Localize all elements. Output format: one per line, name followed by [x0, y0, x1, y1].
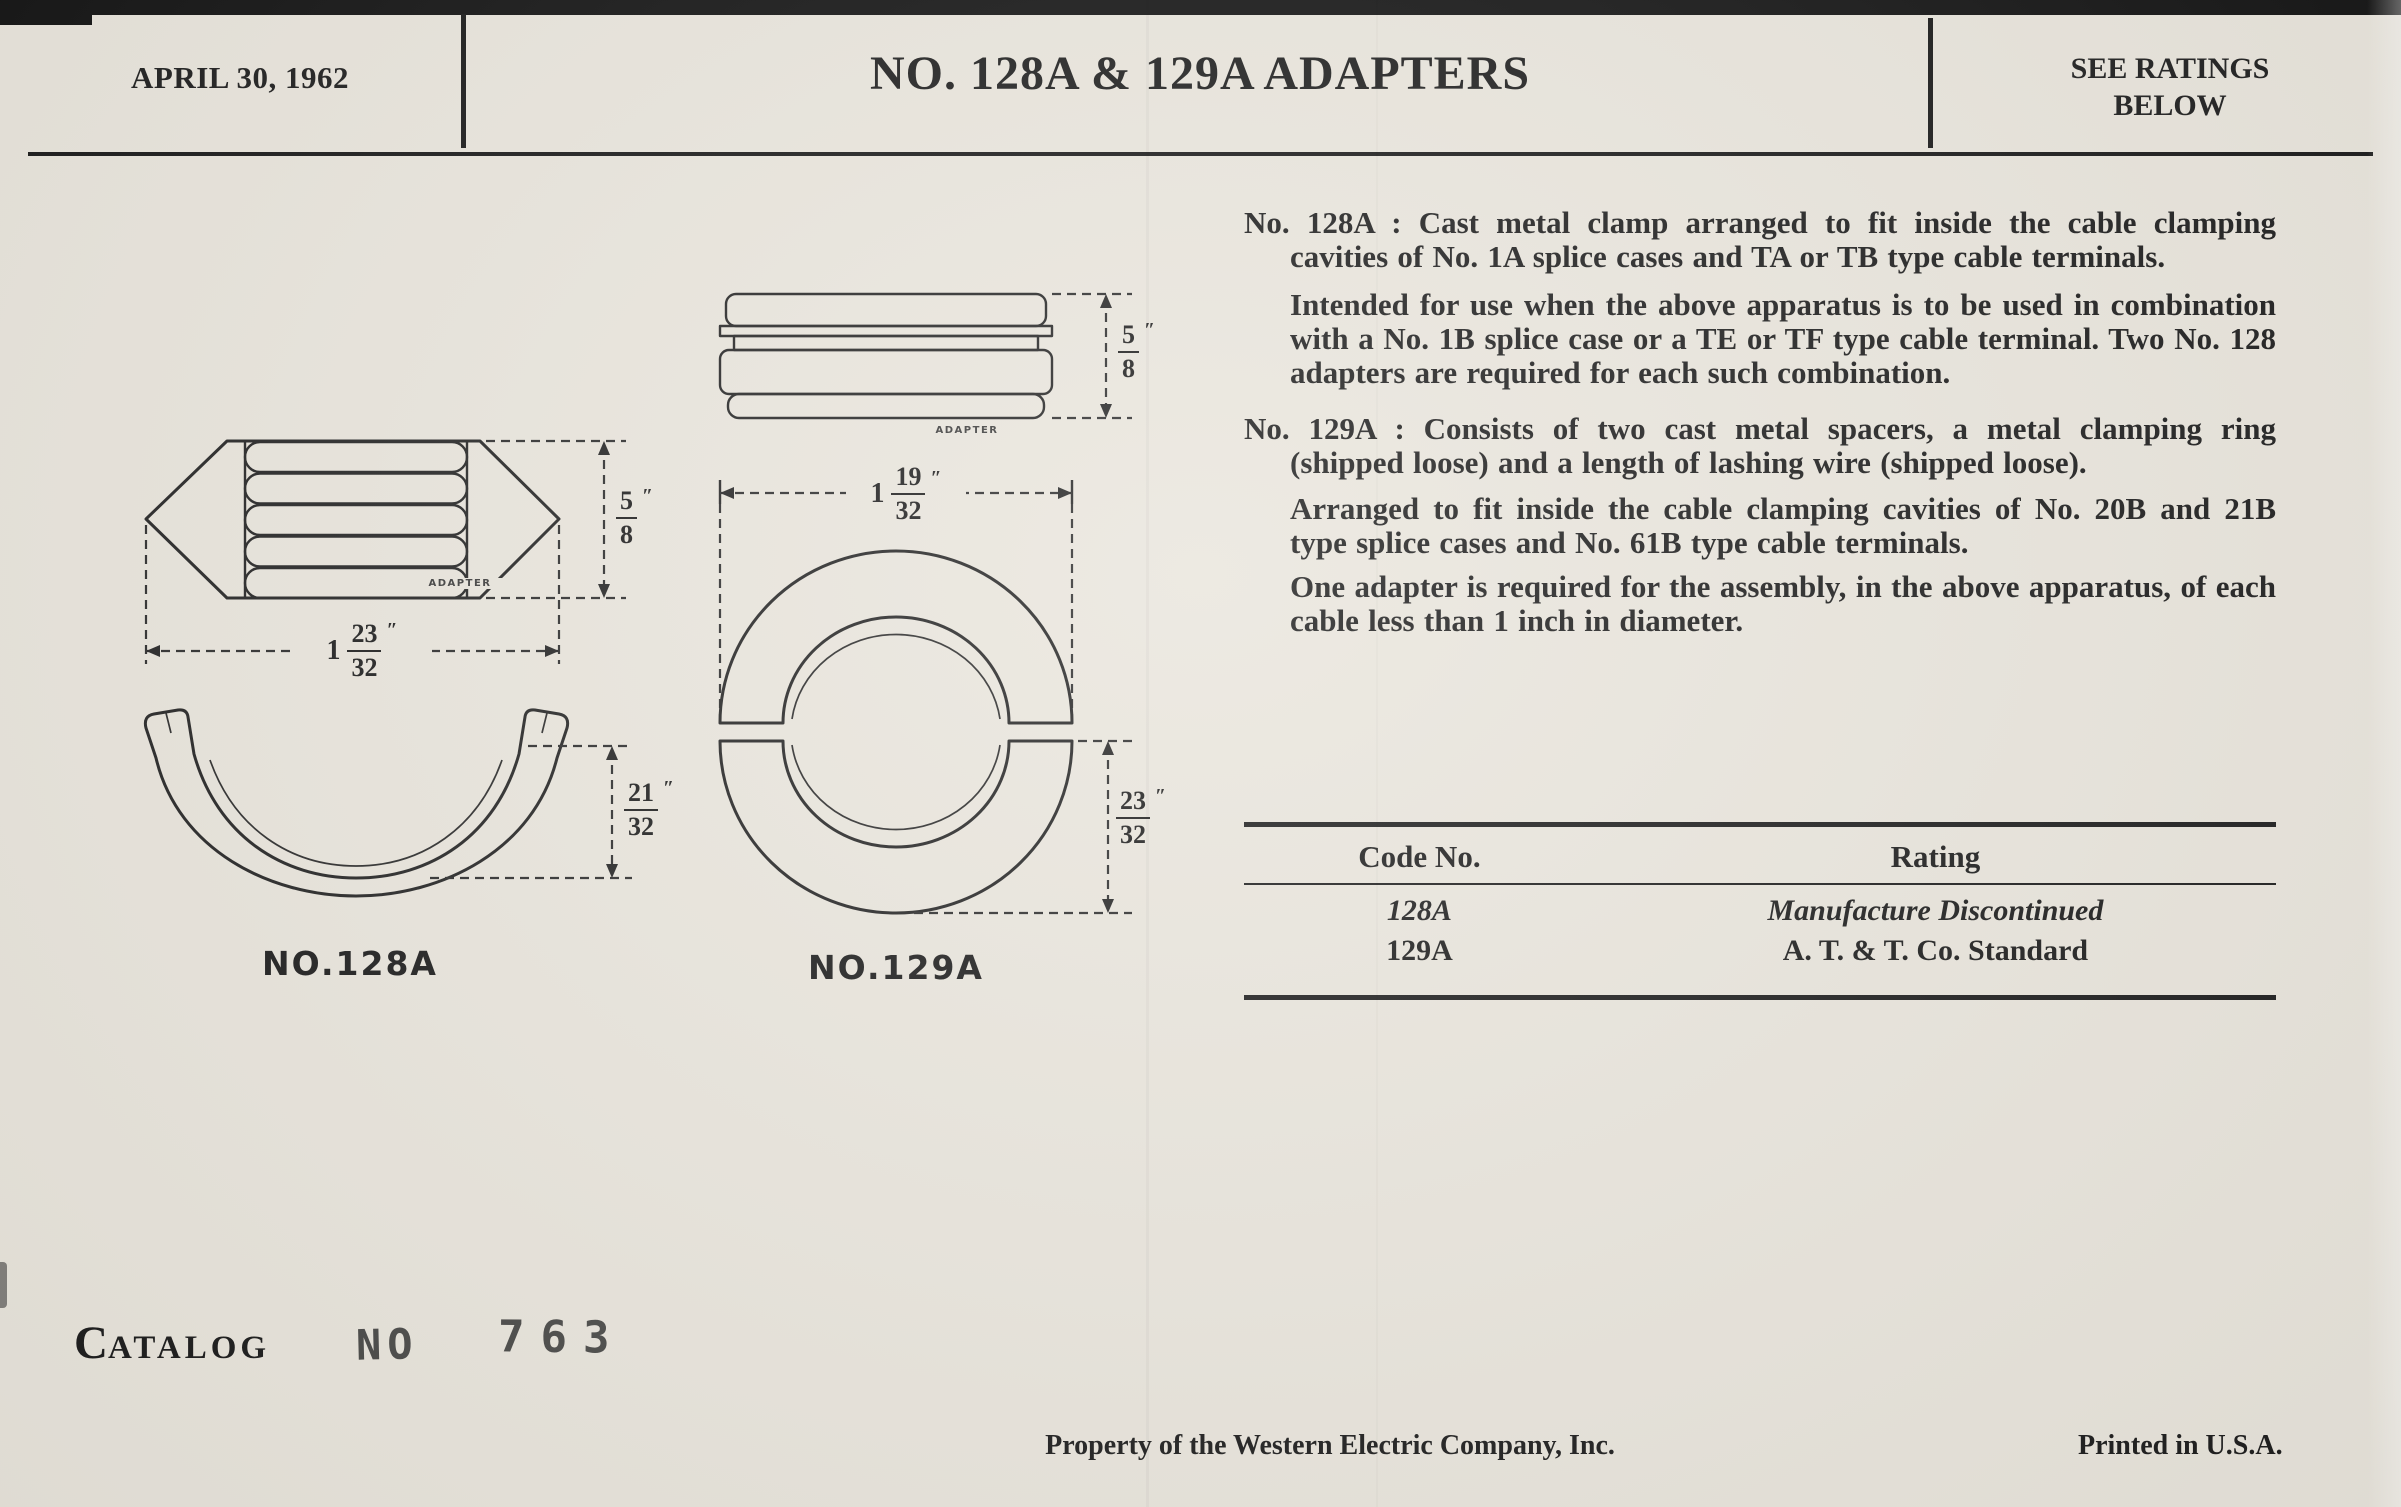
ratings-note: SEE RATINGS BELOW [1955, 50, 2385, 124]
cell-code: 128A [1386, 894, 1452, 927]
para-129a-requirement: One adapter is required for the assembly… [1290, 569, 2276, 638]
inch-mark: ″ [642, 485, 654, 507]
catalog-initial: C [74, 1317, 108, 1369]
clamp-drawing [144, 439, 626, 664]
inch-mark: ″ [930, 467, 942, 489]
paper-fold-line [1376, 0, 1378, 1507]
fraction: 23 32 [1116, 788, 1150, 848]
para-129a-intro: No. 129A : Consists of two cast metal sp… [1244, 411, 2276, 480]
ring-upper-half [718, 549, 1074, 725]
inch-mark: ″ [386, 619, 398, 641]
dim-arrow [720, 487, 734, 499]
rib [243, 503, 469, 537]
cell-rating: A. T. & T. Co. Standard [1782, 934, 2089, 967]
header-rule [28, 152, 2373, 156]
fraction: 19 32 [891, 464, 926, 524]
ratings-table: Code No. Rating 128A Manufacture Discont… [1244, 822, 2276, 1000]
footer-printed-line: Printed in U.S.A. [2078, 1430, 2283, 1461]
flange-notch [165, 712, 172, 734]
top-edge-bar-left [0, 0, 92, 25]
ratings-table-body: 128A Manufacture Discontinued 129A A. T.… [1244, 885, 2276, 995]
adapter-caption-129a: ADAPTER [912, 425, 1022, 436]
fig-128a-saddle: 21 32 ″ [130, 700, 790, 930]
ratings-table-header: Code No. Rating [1244, 827, 2276, 885]
ring-lower-half [718, 739, 1074, 915]
fig-128a-label: NO.128A [262, 944, 438, 983]
ring-drawing [718, 480, 1132, 915]
inch-mark: ″ [663, 777, 675, 799]
dim-arrow [1102, 741, 1114, 755]
fraction: 23 32 [347, 621, 382, 681]
fig-128a-clamp: 5 8 ″ 1 23 32 ″ ADAPTER [130, 428, 790, 688]
column-header-rating: Rating [1890, 839, 1981, 874]
spool-neck [732, 334, 1040, 352]
table-row: 128A Manufacture Discontinued [1244, 891, 2276, 931]
ring-upper-detail [791, 633, 1001, 720]
dim-arrow [598, 584, 610, 598]
spool-bottom-band [718, 348, 1054, 396]
inch-mark: ″ [1155, 785, 1167, 807]
header-divider-left [461, 14, 466, 148]
fraction: 21 32 [624, 780, 658, 840]
clamp-outline [144, 439, 561, 600]
para-128a-intro: No. 128A : Cast metal clamp arranged to … [1244, 205, 2276, 274]
dim-arrow [545, 645, 559, 657]
catalog-label: CATALOG [74, 1316, 270, 1370]
saddle-outline [143, 708, 570, 898]
ring-lower-detail [791, 744, 1001, 831]
page-title: NO. 128A & 129A ADAPTERS [869, 47, 1531, 100]
dim-arrow [1100, 404, 1112, 418]
description-column: No. 128A : Cast metal clamp arranged to … [1244, 206, 2276, 652]
ratings-note-line1: SEE RATINGS [2070, 52, 2270, 85]
rib [243, 440, 469, 474]
fig-129a-ring: 1 19 32 ″ 23 32 ″ [700, 464, 1200, 925]
fig-129a-label: NO.129A [808, 948, 984, 987]
dim-arrow [598, 441, 610, 455]
top-edge-bar [0, 0, 2401, 15]
catalog-stamp-no: NO [355, 1319, 420, 1370]
dim-arrow [1058, 487, 1072, 499]
dim-128a-height: 5 8 ″ [616, 485, 654, 548]
dim-arrow [1100, 294, 1112, 308]
spool-base-lip [726, 392, 1046, 420]
fraction: 5 8 [616, 488, 637, 548]
dim-arrow [606, 864, 618, 878]
dim-arrow [146, 645, 160, 657]
catalog-rest: ATALOG [107, 1330, 271, 1366]
scan-edge-mark [0, 1262, 7, 1308]
footer-property-line: Property of the Western Electric Company… [1045, 1430, 1615, 1461]
spool-top-band [724, 292, 1048, 328]
spool-drawing [718, 292, 1132, 420]
paper-fold-line [1146, 0, 1149, 1507]
dim-129a-height: 5 8 ″ [1118, 319, 1156, 382]
fig-129a-spool: 5 8 ″ ADAPTER [700, 288, 1180, 468]
table-row: 129A A. T. & T. Co. Standard [1244, 931, 2276, 971]
rib [243, 535, 469, 568]
dim-129a-width: 1 19 32 ″ [846, 464, 966, 524]
cell-rating: Manufacture Discontinued [1767, 894, 2104, 927]
column-header-code: Code No. [1358, 839, 1481, 874]
cell-code: 129A [1386, 934, 1453, 967]
fraction: 5 8 [1118, 322, 1139, 382]
dim-arrow [1102, 899, 1114, 913]
flange-notch [541, 712, 548, 734]
para-129a-fit: Arranged to fit inside the cable clampin… [1290, 491, 2276, 560]
dim-128a-width: 1 23 32 ″ [292, 619, 432, 681]
para-128a-use: Intended for use when the above apparatu… [1290, 287, 2276, 390]
rib [243, 472, 469, 505]
dim-129a-lower-height: 23 32 ″ [1116, 785, 1167, 848]
ratings-note-line2: BELOW [2113, 89, 2227, 122]
dim-arrow [606, 746, 618, 760]
inch-mark: ″ [1144, 319, 1156, 341]
saddle-drawing [143, 708, 632, 898]
spool-shoulder [718, 324, 1054, 338]
header-divider-right [1928, 18, 1933, 148]
adapter-caption-128a: ADAPTER [402, 578, 518, 589]
header-date: APRIL 30, 1962 [131, 60, 349, 95]
paper-edge [2367, 0, 2401, 1507]
catalog-stamp-number: 763 [497, 1311, 626, 1364]
dim-128a-saddle-height: 21 32 ″ [624, 777, 675, 840]
saddle-inner-detail [209, 759, 503, 867]
